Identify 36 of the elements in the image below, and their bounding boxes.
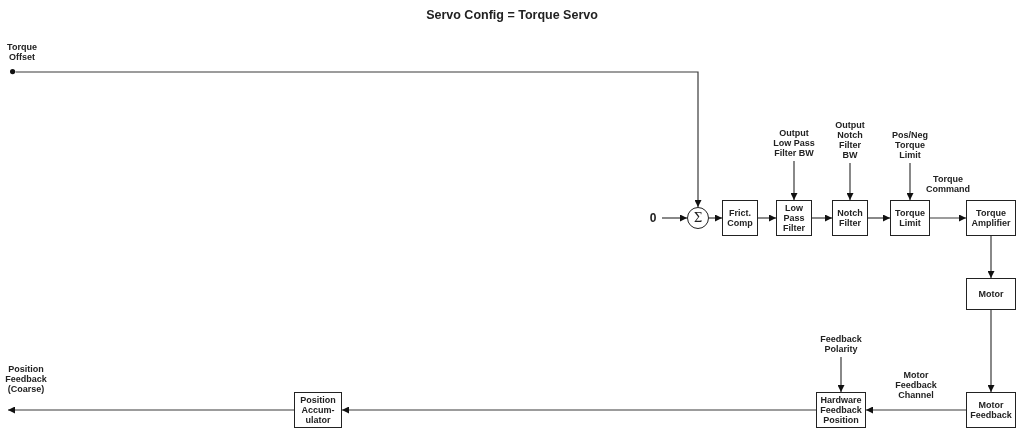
arrow — [811, 214, 833, 222]
diagram-title: Servo Config = Torque Servo — [425, 8, 599, 22]
process-box: Position Accum- ulator — [294, 392, 342, 428]
signal-label: Position Feedback (Coarse) — [4, 364, 48, 394]
process-box: Frict. Comp — [722, 200, 758, 236]
arrow — [837, 356, 845, 393]
arrow — [341, 406, 817, 414]
arrow — [7, 406, 295, 414]
arrow — [865, 406, 967, 414]
arrow — [846, 162, 854, 201]
arrow — [790, 160, 798, 201]
arrow — [987, 309, 995, 393]
signal-label: Feedback Polarity — [819, 334, 863, 354]
signal-label: Output Low Pass Filter BW — [772, 128, 816, 158]
edge-label: Motor Feedback Channel — [894, 370, 938, 400]
arrow — [906, 162, 914, 201]
signal-label: Torque Offset — [6, 42, 38, 62]
arrow — [987, 235, 995, 279]
process-box: Notch Filter — [832, 200, 868, 236]
process-box: Low Pass Filter — [776, 200, 812, 236]
process-box: Torque Limit — [890, 200, 930, 236]
arrow — [929, 214, 967, 222]
process-box: Motor Feedback — [966, 392, 1016, 428]
arrow — [867, 214, 891, 222]
arrow — [15, 71, 702, 208]
signal-label: Output Notch Filter BW — [833, 120, 867, 160]
arrow — [757, 214, 777, 222]
process-box: Torque Amplifier — [966, 200, 1016, 236]
arrow — [661, 214, 688, 222]
signal-label: Pos/Neg Torque Limit — [890, 130, 930, 160]
input-value: 0 — [647, 209, 659, 227]
summing-junction: Σ — [687, 207, 709, 229]
process-box: Hardware Feedback Position — [816, 392, 866, 428]
process-box: Motor — [966, 278, 1016, 310]
edge-label: Torque Command — [925, 174, 971, 194]
arrow — [708, 214, 723, 222]
